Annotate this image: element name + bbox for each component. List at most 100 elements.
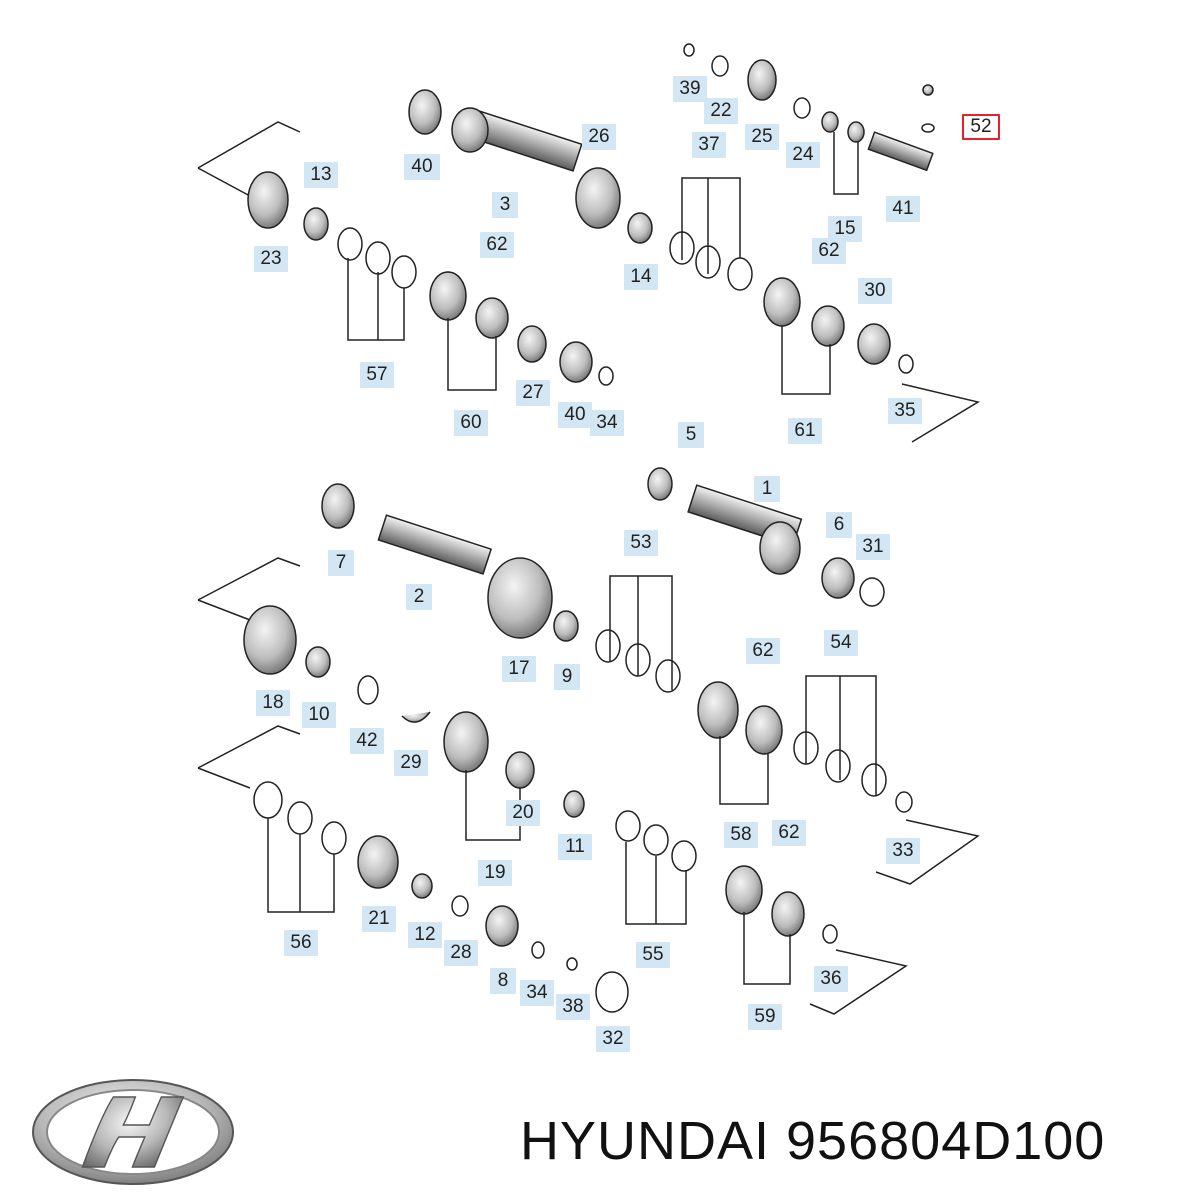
sleeve-61 <box>763 277 801 327</box>
callout-27: 27 <box>516 380 550 406</box>
bearing-6 <box>821 557 855 599</box>
ring-54c <box>861 763 887 797</box>
hub-58 <box>745 705 783 755</box>
callout-5: 5 <box>678 422 704 448</box>
ring-53c <box>655 659 681 693</box>
callout-21: 21 <box>362 906 396 932</box>
gear-21 <box>357 835 399 889</box>
needle-bearing-10 <box>305 646 331 678</box>
callout-22: 22 <box>704 98 738 124</box>
needle-15b <box>847 121 865 143</box>
snap-ring-36 <box>822 924 838 944</box>
callout-62a: 62 <box>480 232 514 258</box>
callout-39: 39 <box>673 76 707 102</box>
ring-56b <box>287 801 313 835</box>
bearing-20 <box>505 751 535 789</box>
callout-59: 59 <box>748 1004 782 1030</box>
callout-7: 7 <box>328 550 354 576</box>
ring-54b <box>825 749 851 783</box>
hub-60 <box>475 297 509 339</box>
callout-34b: 34 <box>520 980 554 1006</box>
callout-36: 36 <box>814 966 848 992</box>
bearing-7 <box>321 483 355 529</box>
sleeve-60 <box>429 271 467 321</box>
bearing-5 <box>647 467 673 501</box>
needle-15a <box>821 111 839 133</box>
callout-12: 12 <box>408 922 442 948</box>
input-shaft-3 <box>451 107 583 172</box>
washer-22 <box>711 55 729 77</box>
callout-33: 33 <box>886 838 920 864</box>
ring-55b <box>643 824 669 856</box>
callout-2: 2 <box>406 584 432 610</box>
ring-57b <box>365 241 391 275</box>
callout-1: 1 <box>754 476 780 502</box>
callout-62b: 62 <box>812 238 846 264</box>
callout-55: 55 <box>636 942 670 968</box>
reverse-shaft-41 <box>867 131 934 172</box>
upper-assembly <box>197 43 980 443</box>
callout-11: 11 <box>558 834 592 860</box>
gear-19 <box>443 711 489 773</box>
callout-10: 10 <box>302 702 336 728</box>
callout-9: 9 <box>554 664 580 690</box>
callout-32: 32 <box>596 1026 630 1052</box>
ring-53a <box>595 629 621 663</box>
callout-52-highlighted: 52 <box>962 114 1000 140</box>
washer-28 <box>451 895 469 917</box>
snap-ring-31 <box>859 577 885 607</box>
callout-41: 41 <box>886 196 920 222</box>
hub-59 <box>771 891 805 937</box>
callout-40b: 40 <box>558 402 592 428</box>
half-washer-29 <box>401 711 431 723</box>
callout-35: 35 <box>888 398 922 424</box>
callout-14: 14 <box>624 264 658 290</box>
bearing-8 <box>485 905 519 947</box>
needle-bearing-9 <box>553 610 579 642</box>
bearing-30 <box>857 323 891 365</box>
needle-bearing-11 <box>563 790 585 818</box>
callout-24: 24 <box>786 142 820 168</box>
ring-56c <box>321 821 347 855</box>
part-number-title: HYUNDAI 956804D100 <box>520 1111 1106 1171</box>
gear-26 <box>575 167 621 229</box>
callout-53: 53 <box>624 530 658 556</box>
callout-58: 58 <box>724 822 758 848</box>
ring-56a <box>253 781 283 819</box>
bearing-40 <box>408 89 442 135</box>
callout-20: 20 <box>506 800 540 826</box>
callout-26: 26 <box>582 124 616 150</box>
snap-ring-38 <box>566 957 578 971</box>
callout-62d: 62 <box>772 820 806 846</box>
callout-17: 17 <box>502 656 536 682</box>
callout-38: 38 <box>556 994 590 1020</box>
callout-34a: 34 <box>590 410 624 436</box>
callout-56: 56 <box>284 930 318 956</box>
snap-ring-33 <box>895 791 913 813</box>
callout-15: 15 <box>828 216 862 242</box>
callout-6: 6 <box>826 512 852 538</box>
snap-ring-34b <box>531 941 545 959</box>
callout-42: 42 <box>350 728 384 754</box>
needle-bearing-14 <box>627 212 653 244</box>
washer-52 <box>921 123 935 133</box>
callout-57: 57 <box>360 362 394 388</box>
sleeve-59 <box>725 865 763 915</box>
callout-28: 28 <box>444 940 478 966</box>
hyundai-logo <box>32 1079 234 1185</box>
callout-61: 61 <box>788 418 822 444</box>
ring-57a <box>337 227 363 261</box>
callout-31: 31 <box>856 534 890 560</box>
callout-29: 29 <box>394 750 428 776</box>
collar-27 <box>517 325 547 363</box>
snap-ring-34a <box>598 366 614 386</box>
callout-8: 8 <box>490 968 516 994</box>
sleeve-58 <box>697 681 739 739</box>
callout-3: 3 <box>492 192 518 218</box>
washer-24 <box>793 97 811 119</box>
callout-60: 60 <box>454 410 488 436</box>
gear-25 <box>747 59 777 101</box>
bearing-40b <box>559 341 593 383</box>
callout-54: 54 <box>824 630 858 656</box>
callout-40a: 40 <box>404 154 440 180</box>
